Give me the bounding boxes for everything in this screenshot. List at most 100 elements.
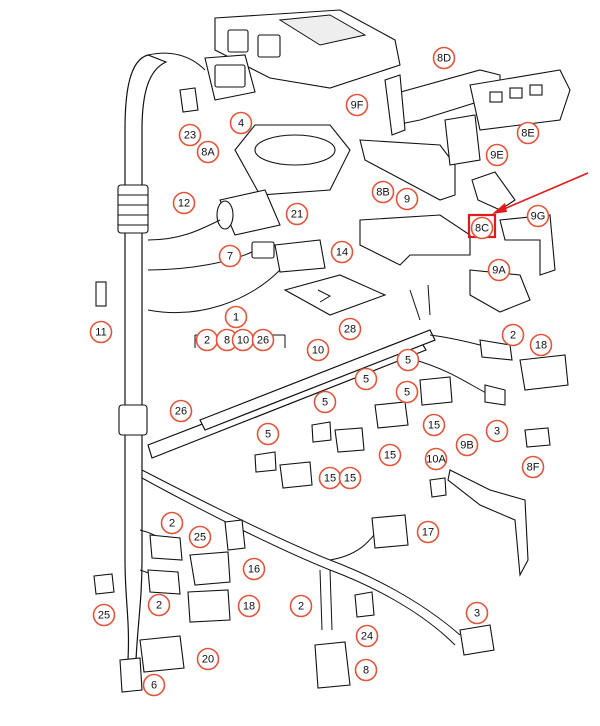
plate-28 (283, 274, 387, 316)
callout-5: 5 (396, 348, 420, 372)
callout-circle (237, 594, 261, 618)
callout-2: 2 (160, 511, 184, 535)
callout-label: 15 (384, 450, 396, 462)
callout-label: 16 (248, 564, 260, 576)
callout-circle (521, 455, 545, 479)
callout-label: 5 (265, 429, 271, 441)
part-8c (471, 171, 516, 211)
callout-circle (470, 216, 494, 240)
callout-15: 15 (378, 443, 402, 467)
connector-18-low (187, 589, 231, 623)
callout-circle (229, 111, 253, 135)
callout-circle (424, 447, 448, 471)
callout-8d: 8D (432, 46, 456, 70)
callout-circle (396, 348, 420, 372)
callout-label: 21 (291, 209, 303, 221)
callout-label: 9B (460, 440, 473, 452)
callout-label: 2 (510, 330, 516, 342)
clip-23 (179, 87, 199, 113)
callout-8a: 8A (196, 140, 220, 164)
callout-circle (526, 204, 550, 228)
callout-label: 8C (475, 223, 489, 235)
connector-7 (251, 241, 275, 259)
callout-label: 17 (422, 527, 434, 539)
bracket-9a (469, 269, 531, 313)
callout-11: 11 (89, 320, 113, 344)
sensor-25a (224, 519, 246, 551)
callout-2: 2 (195, 328, 219, 352)
callout-circle (178, 123, 202, 147)
callout-circle (251, 328, 275, 352)
connector-14 (274, 239, 326, 273)
bracket-9e (444, 114, 481, 166)
callout-label: 4 (238, 118, 244, 130)
connector-17 (371, 514, 409, 549)
callout-10a: 10A (424, 447, 448, 471)
callout-5: 5 (313, 390, 337, 414)
callout-7: 7 (218, 244, 242, 268)
callout-5: 5 (395, 380, 419, 404)
callout-label: 9E (490, 150, 503, 162)
callout-label: 8F (527, 462, 540, 474)
callout-label: 5 (405, 355, 411, 367)
callout-label: 14 (336, 247, 348, 259)
callout-9b: 9B (455, 433, 479, 457)
callout-2: 2 (147, 593, 171, 617)
callout-label: 18 (243, 601, 255, 613)
callout-label: 6 (151, 680, 157, 692)
callout-17: 17 (416, 520, 440, 544)
callout-circle (465, 601, 489, 625)
callout-8: 8 (354, 658, 378, 682)
sensor-25b (93, 573, 115, 595)
callout-label: 9G (531, 211, 546, 223)
callout-25: 25 (188, 525, 212, 549)
callout-label: 15 (324, 473, 336, 485)
callout-label: 8D (437, 53, 451, 65)
callout-circle (416, 520, 440, 544)
callout-18: 18 (237, 594, 261, 618)
callout-circle (289, 594, 313, 618)
callout-label: 9F (351, 100, 364, 112)
callout-26: 26 (251, 328, 275, 352)
callout-26: 26 (169, 399, 193, 423)
callout-circle (313, 390, 337, 414)
callout-circle (188, 525, 212, 549)
callout-4: 4 (229, 111, 253, 135)
callout-circle (354, 658, 378, 682)
callout-circle (485, 143, 509, 167)
callout-label: 8A (201, 147, 215, 159)
callout-circle (172, 191, 196, 215)
callout-10: 10 (306, 338, 330, 362)
callout-9a: 9A (487, 258, 511, 282)
callout-9e: 9E (485, 143, 509, 167)
callout-label: 10 (237, 335, 249, 347)
callout-circle (196, 140, 220, 164)
callout-label: 28 (344, 324, 356, 336)
callout-circle (169, 399, 193, 423)
callout-circle (160, 511, 184, 535)
clip-11 (95, 281, 107, 307)
callout-circle (487, 258, 511, 282)
callout-circle (395, 187, 419, 211)
callout-circle (378, 443, 402, 467)
callout-3: 3 (485, 419, 509, 443)
callout-5: 5 (354, 367, 378, 391)
callout-label: 15 (344, 473, 356, 485)
callout-25: 25 (92, 603, 116, 627)
callout-circle (455, 433, 479, 457)
callout-circle (422, 413, 446, 437)
callout-14: 14 (330, 240, 354, 264)
callout-circle (285, 202, 309, 226)
cross-harness (147, 284, 513, 459)
callout-24: 24 (355, 624, 379, 648)
callout-label: 2 (298, 601, 304, 613)
callout-9g: 9G (526, 204, 550, 228)
callout-circle (92, 603, 116, 627)
callout-3: 3 (465, 601, 489, 625)
callout-label: 23 (184, 130, 196, 142)
callout-label: 9A (492, 265, 506, 277)
bracket-9g (499, 214, 556, 276)
callout-label: 10A (426, 454, 446, 466)
